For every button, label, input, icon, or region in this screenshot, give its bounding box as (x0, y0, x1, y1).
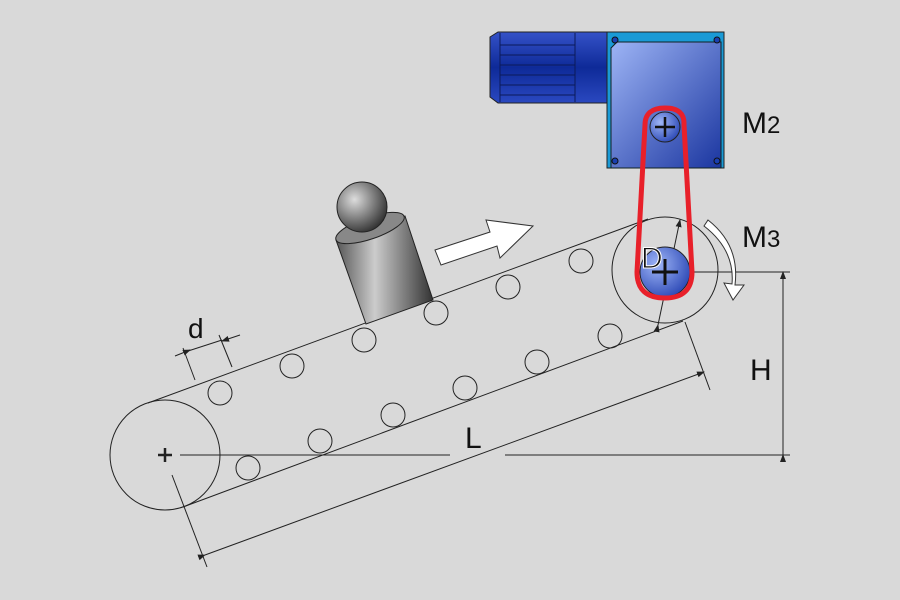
label-length: L (465, 422, 482, 455)
label-height: H (750, 354, 772, 387)
rotation-arrow-icon (703, 219, 745, 301)
load (335, 181, 434, 325)
label-pulley-diameter: D (641, 242, 663, 275)
drive-belt (634, 105, 695, 301)
motor (489, 31, 725, 169)
label-m3: M3 (742, 221, 780, 254)
length-dimension (197, 371, 705, 561)
label-m2: M2 (742, 107, 780, 140)
label-roller-diameter: d (188, 313, 204, 344)
sphere (336, 181, 388, 233)
belt-bottom (182, 320, 684, 508)
direction-arrow-icon (434, 219, 535, 266)
